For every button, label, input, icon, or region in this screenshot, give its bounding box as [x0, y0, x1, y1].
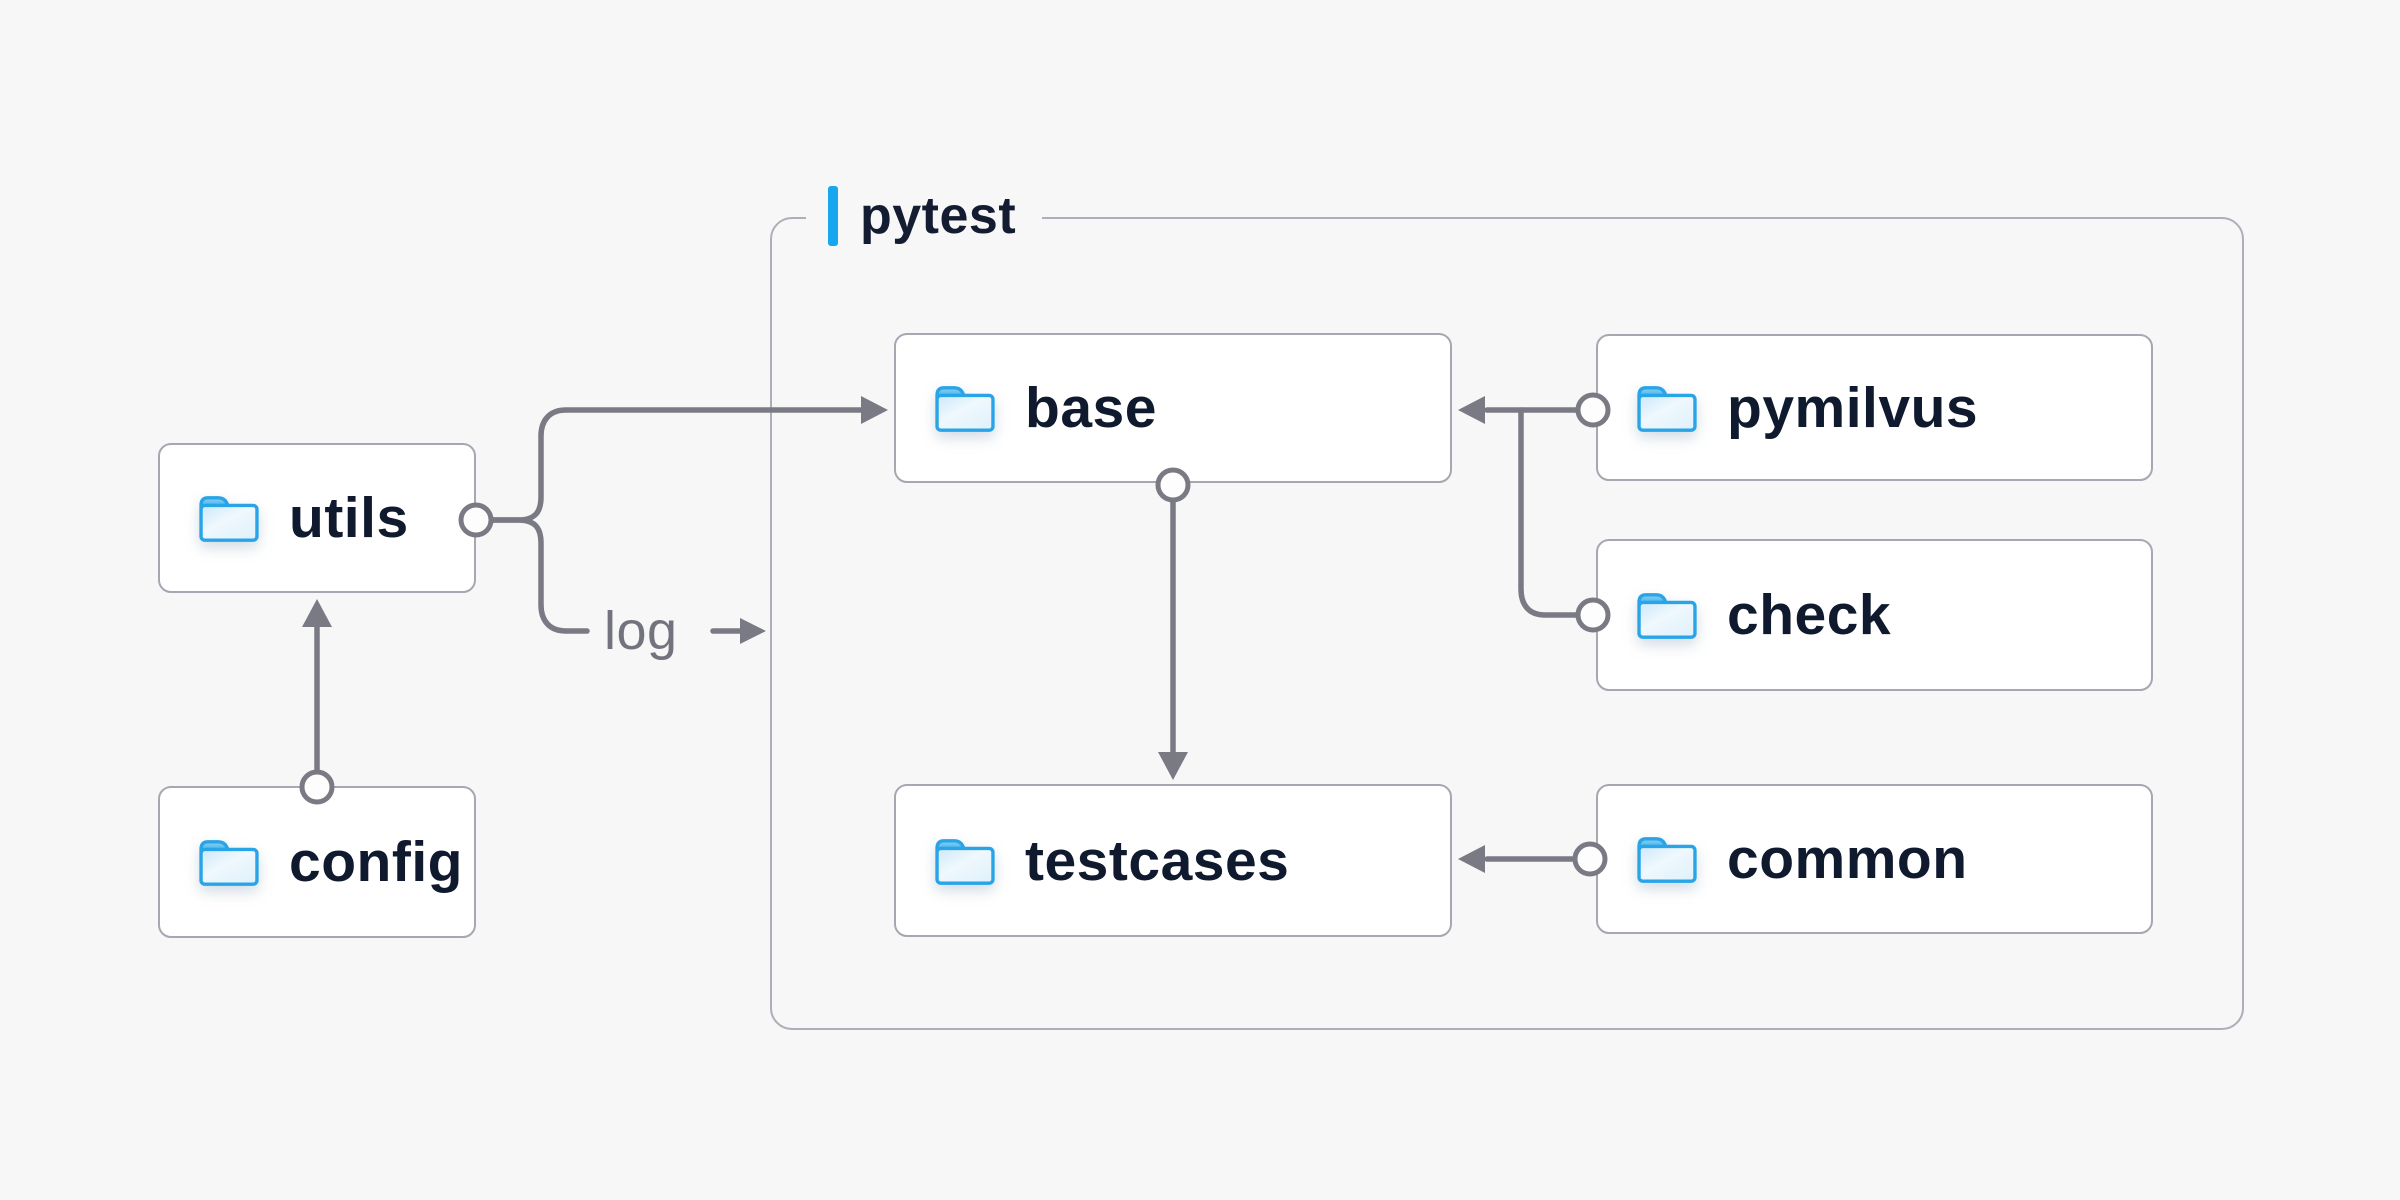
node-common-label: common	[1727, 827, 1968, 891]
pytest-group-title: pytest	[860, 187, 1017, 245]
node-check: check	[1596, 539, 2153, 691]
node-pymilvus: pymilvus	[1596, 334, 2153, 481]
folder-icon	[1634, 381, 1700, 435]
edge-line	[485, 517, 590, 634]
node-base: base	[894, 333, 1452, 483]
folder-icon	[1634, 588, 1700, 642]
arrowhead-up-icon	[302, 599, 332, 627]
pytest-group-label: pytest	[806, 184, 1043, 248]
node-testcases: testcases	[894, 784, 1452, 937]
edge-label-log: log	[604, 601, 678, 661]
node-check-label: check	[1727, 583, 1892, 647]
node-config-label: config	[289, 830, 463, 894]
node-utils: utils	[158, 443, 476, 593]
node-base-label: base	[1025, 376, 1157, 440]
folder-icon	[196, 491, 262, 545]
folder-icon	[932, 381, 998, 435]
node-common: common	[1596, 784, 2153, 934]
folder-icon	[196, 835, 262, 889]
folder-icon	[932, 834, 998, 888]
node-utils-label: utils	[289, 486, 409, 550]
node-pymilvus-label: pymilvus	[1727, 375, 1979, 440]
pytest-group	[770, 217, 2244, 1030]
folder-icon	[1634, 832, 1700, 886]
node-testcases-label: testcases	[1025, 828, 1290, 893]
arrowhead-right-icon	[740, 618, 766, 644]
accent-bar-icon	[828, 186, 838, 246]
node-config: config	[158, 786, 476, 938]
edge-config-to-utils	[299, 599, 335, 805]
